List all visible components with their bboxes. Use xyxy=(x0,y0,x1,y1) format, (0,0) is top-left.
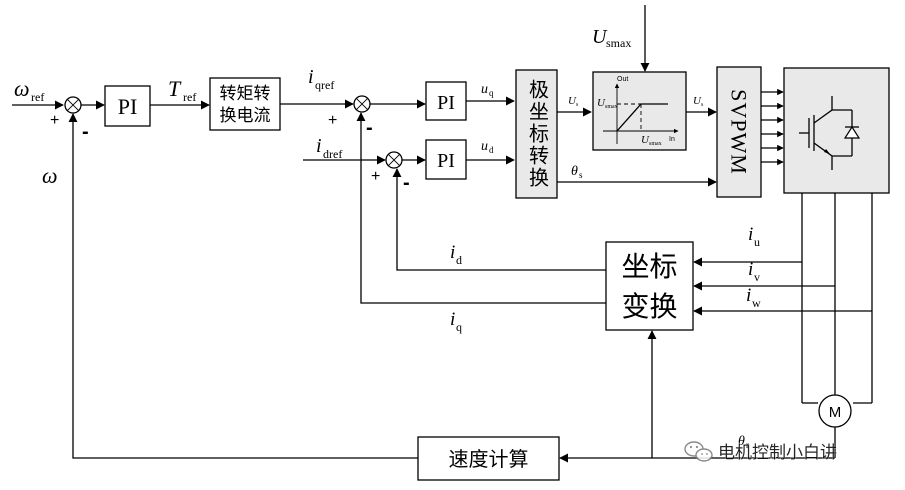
ud-label: u d xyxy=(481,139,494,155)
svg-text:i: i xyxy=(450,309,455,330)
theta-r-label: θ r xyxy=(738,434,749,450)
svg-text:q: q xyxy=(456,320,462,334)
speed-feedback-line xyxy=(68,113,418,459)
svg-text:r: r xyxy=(746,440,749,450)
svg-text:qref: qref xyxy=(315,78,334,92)
d-sum-junction xyxy=(385,151,403,169)
svg-text:In: In xyxy=(669,136,675,143)
speed-pi-block: PI xyxy=(104,85,151,127)
speed-minus-sign: - xyxy=(82,121,89,143)
igbt-icon xyxy=(799,96,861,170)
svg-text:PI: PI xyxy=(118,94,138,119)
svg-text:i: i xyxy=(746,285,751,306)
us-in-label: U s xyxy=(568,95,579,108)
svg-text:s: s xyxy=(576,102,579,108)
iw-label: i w xyxy=(746,285,761,310)
svg-text:ω: ω xyxy=(14,76,30,101)
svg-text:d: d xyxy=(489,145,494,155)
q-minus-sign: - xyxy=(366,117,373,139)
svg-text:PI: PI xyxy=(437,150,455,172)
svg-text:PI: PI xyxy=(437,92,455,114)
polar-transform-block: 极坐标转换 xyxy=(515,69,558,199)
svg-text:Out: Out xyxy=(617,76,628,83)
id-feedback-label: i d xyxy=(450,242,462,267)
iq-feedback-line xyxy=(356,112,606,304)
q-pi-block: PI xyxy=(425,81,467,121)
svg-text:i: i xyxy=(748,224,753,245)
svg-text:i: i xyxy=(316,135,322,157)
svg-text:u: u xyxy=(754,235,760,249)
svg-text:θ: θ xyxy=(738,434,745,449)
omega-ref-label: ω ref xyxy=(14,76,44,104)
iq-ref-label: i qref xyxy=(308,66,334,92)
limiter-block: Out In U smax U smax xyxy=(592,71,687,151)
svg-text:u: u xyxy=(481,139,488,154)
svg-text:M: M xyxy=(829,404,842,421)
svg-text:U: U xyxy=(693,95,702,107)
svg-text:换电流: 换电流 xyxy=(220,106,271,125)
d-minus-sign: - xyxy=(403,172,410,194)
svg-text:dref: dref xyxy=(323,147,342,161)
svg-text:smax: smax xyxy=(605,104,618,110)
svg-text:s: s xyxy=(579,170,583,180)
omega-label: ω xyxy=(42,163,58,188)
svg-text:smax: smax xyxy=(649,141,662,147)
q-sum-junction xyxy=(353,95,371,113)
svg-text:i: i xyxy=(308,66,314,88)
iu-label: i u xyxy=(748,224,760,249)
motor-icon: M xyxy=(818,394,852,428)
svg-text:U: U xyxy=(568,95,577,107)
coord-transform-block: 坐标 变换 xyxy=(605,241,694,331)
u-smax-label: U smax xyxy=(592,26,631,50)
watermark: 电机控制小白讲 xyxy=(684,441,837,462)
svg-text:速度计算: 速度计算 xyxy=(449,448,529,471)
svg-text:坐标: 坐标 xyxy=(621,251,677,282)
svg-text:ω: ω xyxy=(42,163,58,188)
iv-label: i v xyxy=(748,259,760,284)
svg-text:极坐标转换: 极坐标转换 xyxy=(526,79,549,189)
svg-text:ref: ref xyxy=(31,90,44,104)
svg-text:U: U xyxy=(592,26,608,48)
svg-text:i: i xyxy=(748,259,753,280)
svg-text:d: d xyxy=(456,253,462,267)
svg-text:转矩转: 转矩转 xyxy=(220,84,271,103)
svg-text:θ: θ xyxy=(571,164,578,179)
svg-text:i: i xyxy=(450,242,455,263)
speed-plus-sign: + xyxy=(50,112,59,129)
svg-text:ref: ref xyxy=(183,90,196,104)
t-ref-label: T ref xyxy=(168,76,196,104)
svg-text:变换: 变换 xyxy=(621,291,677,322)
watermark-text: 电机控制小白讲 xyxy=(718,443,837,462)
phase-lines xyxy=(801,193,873,404)
svpwm-block: SVPWM xyxy=(716,66,762,198)
us-out-label: U s xyxy=(693,95,704,108)
speed-sum-junction xyxy=(64,96,82,114)
theta-s-label: θ s xyxy=(571,164,583,180)
uq-label: u q xyxy=(481,82,494,98)
svg-text:SVPWM: SVPWM xyxy=(727,89,752,175)
pwm-signal-lines xyxy=(761,88,784,166)
svg-text:U: U xyxy=(597,97,606,109)
svg-text:U: U xyxy=(641,134,650,146)
id-ref-label: i dref xyxy=(316,135,342,161)
iq-feedback-label: i q xyxy=(450,309,462,334)
d-plus-sign: + xyxy=(371,168,380,185)
inverter-block xyxy=(783,67,890,194)
wechat-icon xyxy=(684,441,713,462)
id-feedback-line xyxy=(392,168,606,271)
svg-text:u: u xyxy=(481,82,488,97)
speed-calc-block: 速度计算 xyxy=(417,436,560,481)
svg-text:smax: smax xyxy=(606,36,631,50)
svg-text:w: w xyxy=(752,296,761,310)
q-plus-sign: + xyxy=(328,112,337,129)
svg-text:q: q xyxy=(489,88,494,98)
svg-text:v: v xyxy=(754,270,760,284)
svg-text:s: s xyxy=(701,102,704,108)
d-pi-block: PI xyxy=(425,139,467,180)
torque-to-current-block: 转矩转 换电流 xyxy=(209,77,281,131)
svg-text:T: T xyxy=(168,76,182,101)
